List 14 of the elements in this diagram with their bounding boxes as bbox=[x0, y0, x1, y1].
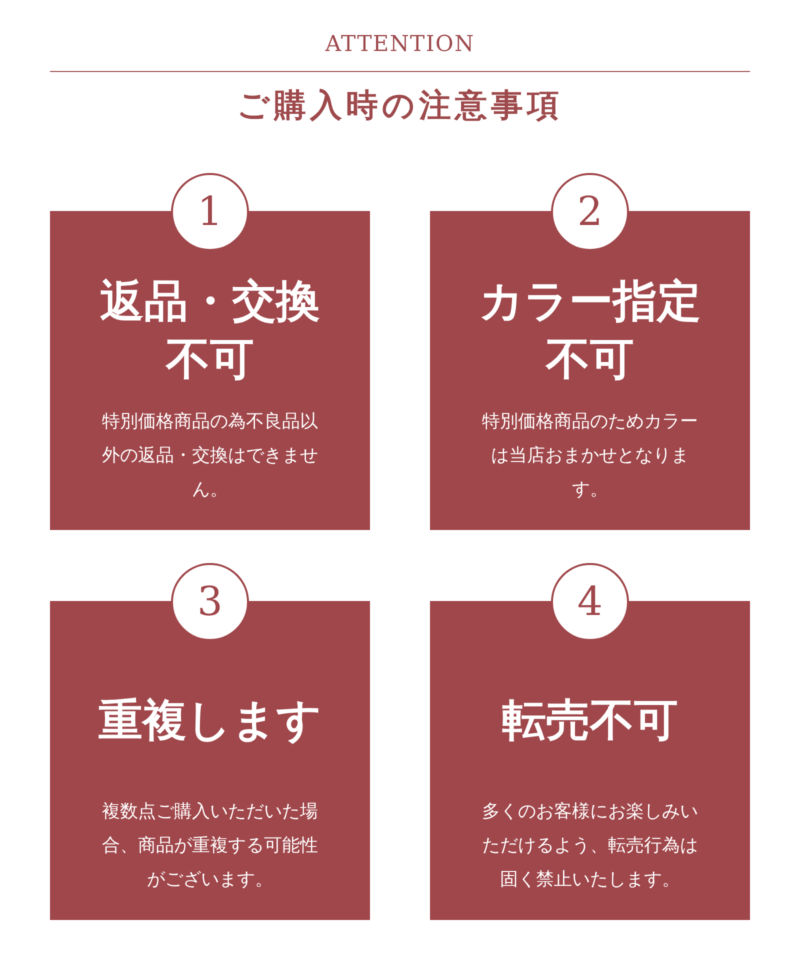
number-circle: 2 bbox=[551, 173, 629, 251]
card-heading: 転売不可 bbox=[501, 694, 679, 748]
heading-label: ATTENTION bbox=[324, 32, 476, 57]
card-heading: 重複します bbox=[98, 694, 322, 748]
title: ご購入時の注意事項 bbox=[236, 85, 564, 126]
number-circle: 4 bbox=[551, 563, 629, 641]
card-heading: 返品・交換不可 bbox=[99, 275, 321, 387]
card-text: 特別価格商品の為不良品以外の返品・交換はできません。 bbox=[101, 410, 319, 502]
card-text: 多くのお客様にお楽しみいただけるよう、転売行為は固く禁止いたします。 bbox=[481, 800, 699, 892]
number-circle: 3 bbox=[171, 563, 249, 641]
card-heading: カラー指定不可 bbox=[478, 275, 702, 387]
card-text: 複数点ご購入いただいた場合、商品が重複する可能性がございます。 bbox=[101, 800, 319, 892]
card-text: 特別価格商品のためカラーは当店おまかせとなります。 bbox=[481, 410, 699, 502]
number-circle: 1 bbox=[171, 173, 249, 251]
